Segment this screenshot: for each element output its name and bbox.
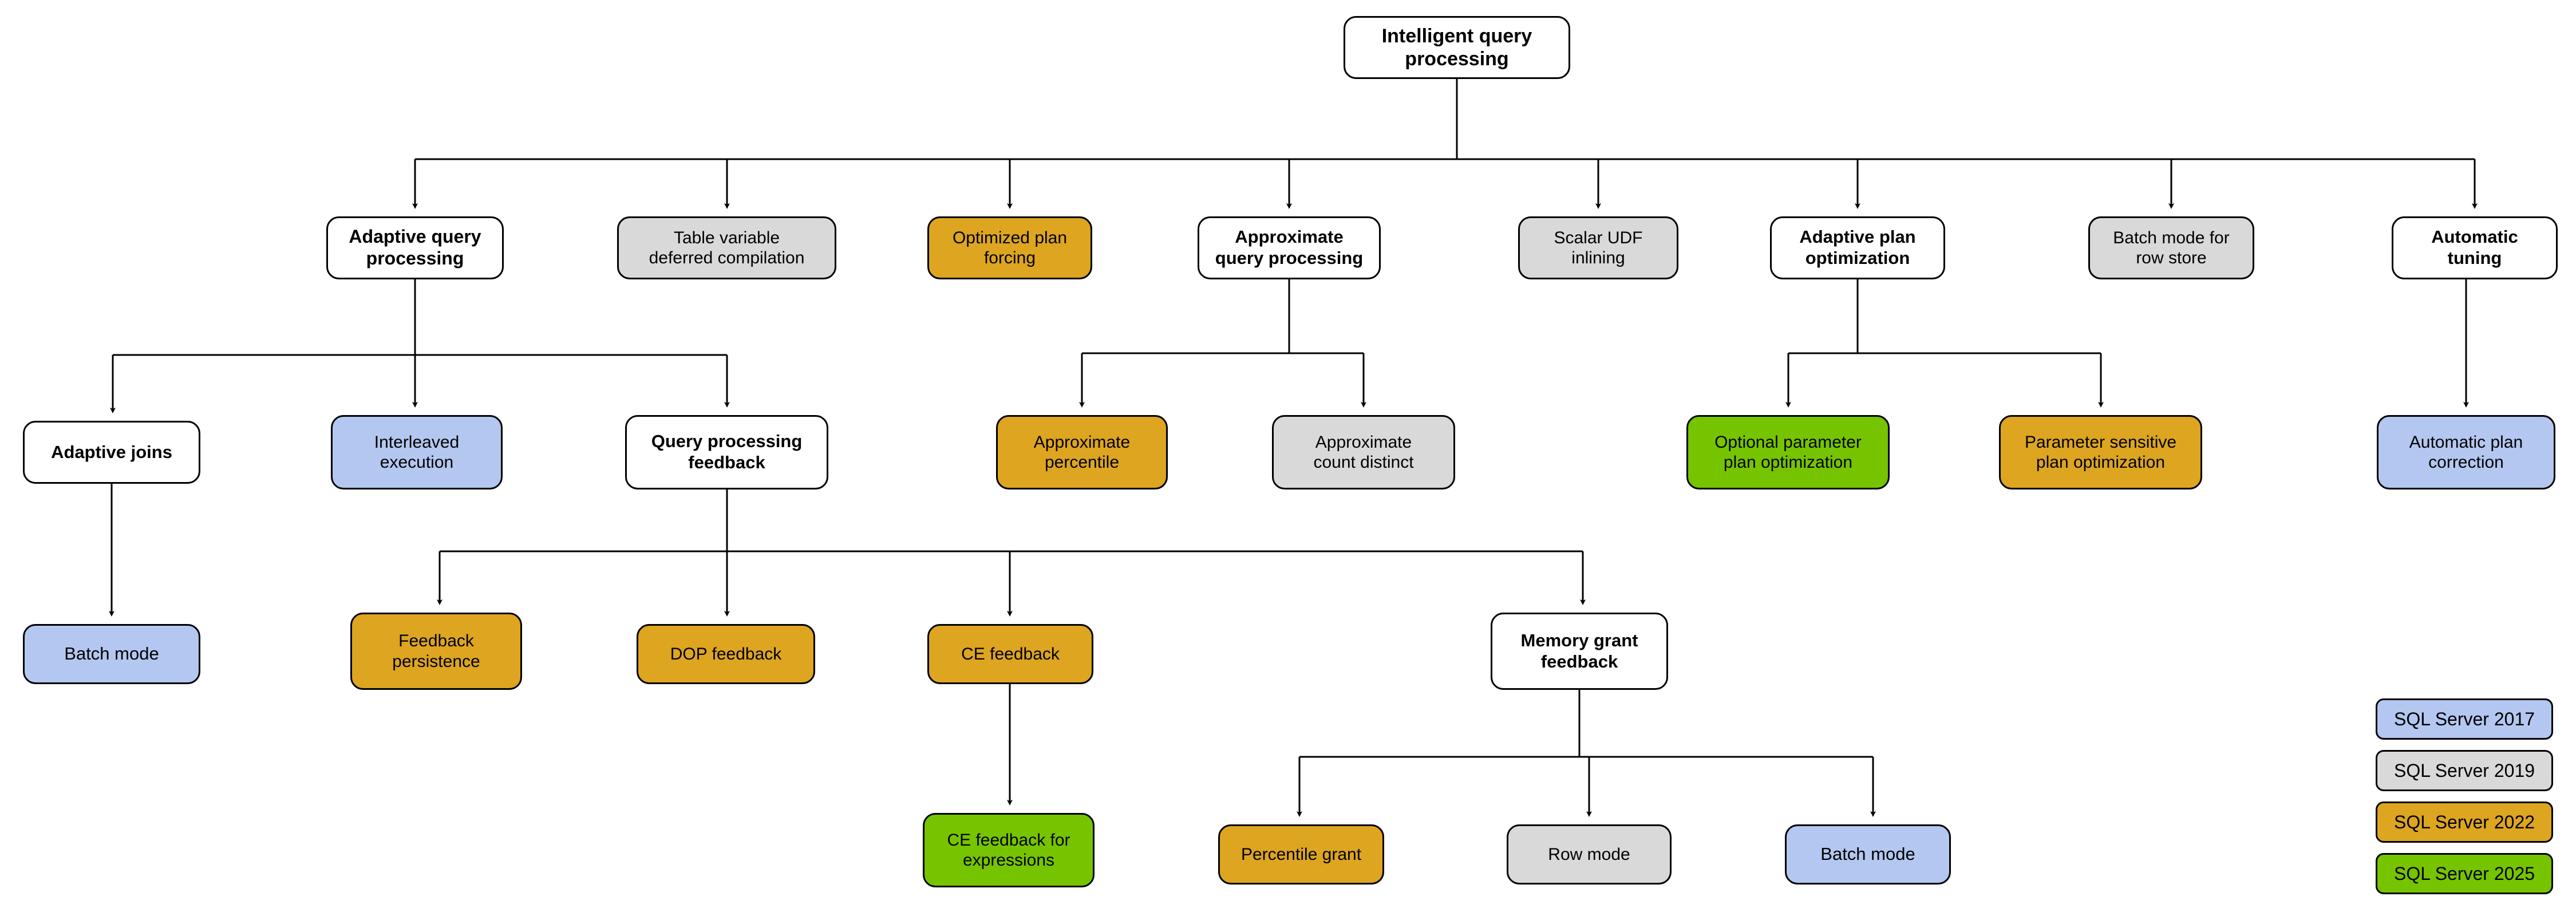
node-label: CE feedback <box>961 644 1060 664</box>
legend-item-sql-server-2017: SQL Server 2017 <box>2376 698 2553 740</box>
node-label: DOP feedback <box>670 644 782 664</box>
legend-item-label: SQL Server 2025 <box>2393 863 2535 884</box>
node-bmode1[interactable]: Batch mode <box>23 624 200 684</box>
node-pgrant[interactable]: Percentile grant <box>1218 824 1384 885</box>
node-dopfb[interactable]: DOP feedback <box>637 624 815 684</box>
legend-item-sql-server-2025: SQL Server 2025 <box>2376 853 2553 894</box>
legend-item-sql-server-2019: SQL Server 2019 <box>2376 750 2553 791</box>
node-label: Percentile grant <box>1240 844 1362 864</box>
legend-item-label: SQL Server 2022 <box>2393 811 2535 832</box>
legend-item-label: SQL Server 2019 <box>2393 760 2535 781</box>
node-label: Batch mode <box>64 643 159 664</box>
legend-item-sql-server-2022: SQL Server 2022 <box>2376 802 2553 843</box>
node-rowmode[interactable]: Row mode <box>1507 824 1672 885</box>
legend-item-label: SQL Server 2017 <box>2393 708 2535 729</box>
node-ajoins[interactable]: Adaptive joins <box>23 421 200 484</box>
node-bmode2[interactable]: Batch mode <box>1785 824 1951 885</box>
node-cefb[interactable]: CE feedback <box>927 624 1093 684</box>
node-label: Row mode <box>1548 844 1630 864</box>
node-label: Batch mode <box>1820 844 1915 864</box>
node-label: Adaptive joins <box>51 441 172 462</box>
